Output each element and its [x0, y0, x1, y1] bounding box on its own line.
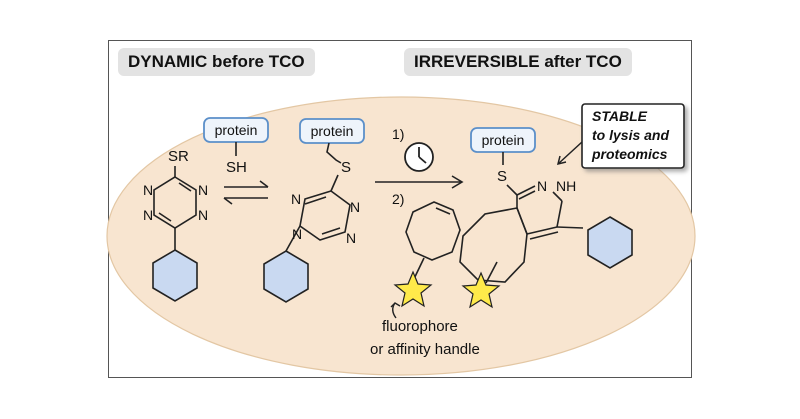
tetrazine-n-label: N	[198, 207, 208, 223]
star-icon	[393, 270, 433, 308]
callout-line-3: proteomics	[591, 146, 668, 162]
pointer-arrowhead	[390, 302, 401, 308]
cyclohexane-ring	[152, 249, 198, 302]
tetrazine-n-label: N	[198, 182, 208, 198]
product-n-label: N	[537, 178, 547, 194]
irreversible-title: IRREVERSIBLE after TCO	[404, 48, 632, 76]
tetrazine-n-label: N	[350, 199, 360, 215]
star-icon	[461, 271, 501, 309]
stable-callout	[581, 103, 685, 169]
clock-icon	[404, 142, 434, 172]
tetrazine-n-label: N	[143, 207, 153, 223]
protein-label: protein	[215, 122, 258, 138]
background-ellipse	[106, 96, 696, 376]
sulfur-label: S	[341, 159, 351, 176]
dihydropyridazine-product	[459, 184, 633, 284]
callout-arrow	[556, 141, 583, 166]
tetrazine-sr-molecule	[152, 166, 198, 302]
thiol-label: SH	[226, 159, 247, 176]
tetrazine-n-label: N	[291, 191, 301, 207]
cyclohexane-ring	[263, 250, 309, 303]
reaction-arrow	[375, 175, 464, 189]
callout-line-2: to lysis and	[592, 127, 669, 143]
sr-label: SR	[168, 148, 189, 165]
dynamic-title: DYNAMIC before TCO	[118, 48, 315, 76]
protein-label: protein	[311, 123, 354, 139]
protein-label: protein	[482, 132, 525, 148]
product-nh-label: NH	[556, 178, 576, 194]
caption-line-2: or affinity handle	[370, 341, 480, 358]
tetrazine-n-label: N	[143, 182, 153, 198]
step-2-label: 2)	[392, 191, 404, 207]
caption-line-1: fluorophore	[382, 318, 458, 335]
equilibrium-arrows	[223, 180, 269, 205]
sulfur-label: S	[497, 168, 507, 185]
tetrazine-n-label: N	[292, 226, 302, 242]
tetrazine-n-label: N	[346, 230, 356, 246]
thioether-tetrazine-molecule	[263, 142, 351, 303]
step-1-label: 1)	[392, 126, 404, 142]
cyclohexane-ring	[587, 216, 633, 269]
callout-line-1: STABLE	[592, 108, 648, 124]
protein-box	[299, 118, 365, 144]
